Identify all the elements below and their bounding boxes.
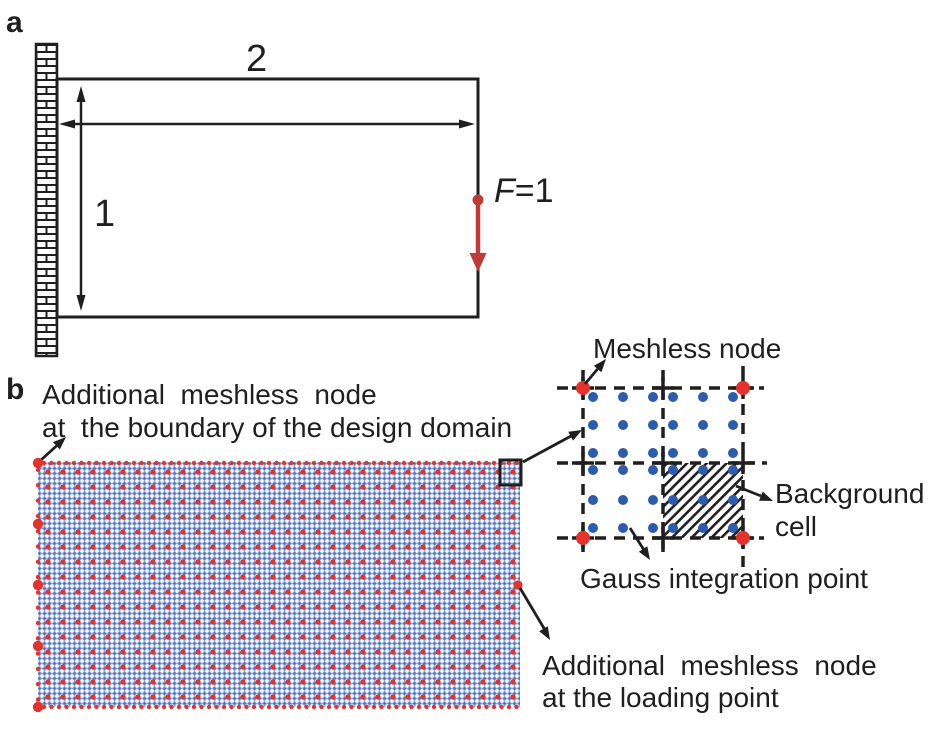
gauss-points (588, 392, 738, 533)
dash-dot-line-ends (759, 386, 767, 540)
meshless-node-label: Meshless node (593, 333, 781, 364)
gauss-point-dot (648, 420, 658, 430)
additional-boundary-node-dot (32, 640, 44, 652)
force-label: F=1 (494, 172, 554, 210)
panel-b: b Additional meshless node at the bounda… (6, 333, 924, 713)
gauss-point-dot (698, 420, 708, 430)
gauss-point-label: Gauss integration point (580, 563, 868, 594)
gauss-point-dot (668, 495, 678, 505)
gauss-point-dot (728, 392, 738, 402)
gauss-point-dot (668, 392, 678, 402)
gauss-point-dot (668, 465, 678, 475)
background-cell-label-line1: Background (775, 478, 924, 509)
gauss-point-dot (618, 420, 628, 430)
gauss-point-dot (698, 523, 708, 533)
meshless-node-dot (576, 531, 590, 545)
height-dimension-arrow (76, 86, 86, 311)
inset-meshless-nodes (576, 381, 750, 545)
gauss-point-arrow (628, 527, 650, 560)
background-cell-inset: Meshless node Background cell Gauss inte… (557, 333, 924, 594)
loading-node-dot (513, 580, 523, 590)
panel-b-letter: b (6, 373, 24, 406)
background-cell-label-line2: cell (775, 511, 817, 542)
additional-boundary-node-dot (32, 457, 44, 469)
arrowhead-up-icon (76, 86, 86, 102)
gauss-point-dot (698, 495, 708, 505)
gauss-point-dot (668, 420, 678, 430)
additional-boundary-node-dot (32, 518, 44, 530)
force-value: =1 (515, 172, 554, 210)
gauss-point-dot (618, 523, 628, 533)
force-arrow (469, 203, 487, 272)
gauss-point-arrowhead-icon (638, 546, 650, 560)
fixed-support-hatch (34, 42, 59, 358)
gauss-point-dot (648, 465, 658, 475)
panel-a-letter: a (6, 6, 23, 39)
loading-note-arrowhead-icon (539, 626, 550, 640)
left-additional-boundary-nodes (32, 457, 44, 713)
boundary-note-arrowhead-icon (53, 437, 66, 450)
additional-boundary-node-dot (32, 579, 44, 591)
gauss-point-dot (698, 448, 708, 458)
loading-note-arrow (518, 587, 550, 640)
boundary-note-arrow (40, 437, 66, 462)
arrowhead-left-icon (59, 119, 75, 129)
arrowhead-down-icon (76, 295, 86, 311)
gauss-point-dot (698, 392, 708, 402)
meshless-node-arrow (583, 359, 606, 385)
meshless-node-grid-overlay (38, 462, 520, 707)
meshless-node-dot (576, 381, 590, 395)
gauss-point-dot (588, 420, 598, 430)
arrowhead-right-icon (459, 119, 475, 129)
width-dimension-arrow (59, 119, 475, 129)
zoom-leader-arrow (522, 430, 582, 464)
gauss-point-dot (618, 465, 628, 475)
panel-a: a 2 1 F=1 (6, 6, 554, 358)
loading-note-line2: at the loading point (542, 682, 779, 713)
design-domain-outline (55, 77, 480, 319)
gauss-point-dot (588, 448, 598, 458)
design-domain-grid (32, 457, 523, 713)
gauss-point-dot (588, 523, 598, 533)
zoom-leader-arrowhead-icon (568, 430, 582, 441)
gauss-point-dot (728, 420, 738, 430)
gauss-point-dot (698, 465, 708, 475)
gauss-point-dot (618, 392, 628, 402)
gauss-point-dot (728, 495, 738, 505)
gauss-point-dot (648, 523, 658, 533)
gauss-point-dot (728, 465, 738, 475)
boundary-note-line2: at the boundary of the design domain (42, 412, 512, 443)
meshless-node-dot (736, 381, 750, 395)
background-cell-arrowhead-icon (759, 491, 773, 501)
meshless-node-dot (736, 531, 750, 545)
height-dimension-label: 1 (94, 193, 115, 235)
gauss-point-dot (728, 523, 738, 533)
additional-boundary-node-dot (32, 701, 44, 713)
width-dimension-label: 2 (246, 38, 267, 80)
boundary-note-line1: Additional meshless node (42, 379, 377, 410)
force-arrowhead-icon (469, 253, 487, 272)
gauss-point-dot (618, 495, 628, 505)
gauss-point-dot (648, 392, 658, 402)
gauss-point-dot (728, 448, 738, 458)
force-point-dot (472, 194, 484, 206)
gauss-point-dot (588, 495, 598, 505)
force-symbol: F (494, 172, 517, 210)
gauss-point-dot (668, 448, 678, 458)
loading-note-line1: Additional meshless node (542, 650, 877, 681)
gauss-point-dot (588, 465, 598, 475)
gauss-point-dot (668, 523, 678, 533)
gauss-point-dot (588, 392, 598, 402)
gauss-point-dot (648, 448, 658, 458)
gauss-point-dot (618, 448, 628, 458)
zoom-box (498, 458, 523, 487)
background-cell-arrow (735, 484, 773, 501)
meshless-node-arrowhead-icon (593, 359, 606, 373)
gauss-point-dot (648, 495, 658, 505)
